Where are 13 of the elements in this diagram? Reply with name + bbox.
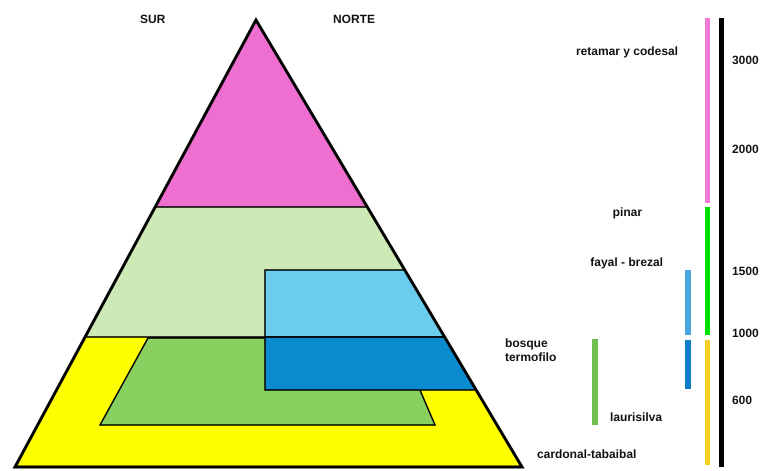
zone-label: cardonal-tabaibal — [537, 447, 636, 461]
zone-label: laurisilva — [610, 410, 662, 424]
zone-label: 1000 — [732, 326, 759, 340]
zone-label: 2000 — [732, 142, 759, 156]
zone-label: 1500 — [732, 264, 759, 278]
zone-label: bosque termofilo — [505, 336, 558, 364]
zone-label: 600 — [732, 393, 752, 407]
zone-label: 3000 — [732, 53, 759, 67]
zone-label: SUR — [140, 12, 166, 26]
zone-label: retamar y codesal — [576, 44, 678, 58]
zone-label: fayal - brezal — [590, 255, 663, 269]
zone-label: NORTE — [333, 12, 375, 26]
zone-label: pinar — [612, 205, 642, 219]
